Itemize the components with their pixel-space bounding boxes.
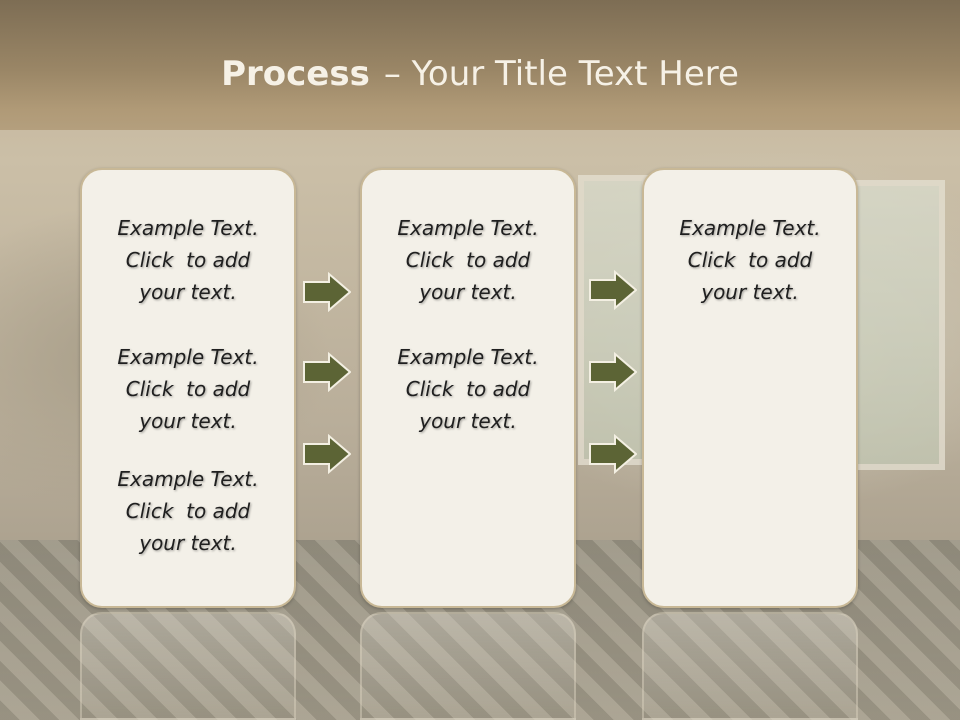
text-line: Example Text. bbox=[117, 216, 259, 240]
text-line: Example Text. bbox=[679, 216, 821, 240]
text-line: Example Text. bbox=[117, 345, 259, 369]
process-card-2[interactable]: Example Text. Click to add your text. Ex… bbox=[360, 168, 576, 608]
placeholder-text[interactable]: Example Text. Click to add your text. bbox=[362, 212, 574, 308]
text-line: Example Text. bbox=[117, 467, 259, 491]
placeholder-text[interactable]: Example Text. Click to add your text. bbox=[82, 212, 294, 308]
right-arrow-icon[interactable] bbox=[303, 434, 351, 474]
text-line: your text. bbox=[139, 531, 237, 555]
text-line: your text. bbox=[419, 409, 517, 433]
text-line: Click to add bbox=[125, 377, 251, 401]
text-line: Click to add bbox=[125, 248, 251, 272]
text-line: your text. bbox=[419, 280, 517, 304]
placeholder-text[interactable]: Example Text. Click to add your text. bbox=[82, 341, 294, 437]
text-line: your text. bbox=[139, 280, 237, 304]
text-line: Click to add bbox=[405, 248, 531, 272]
text-line: Example Text. bbox=[397, 216, 539, 240]
card-reflection bbox=[80, 612, 296, 720]
background-window-decor bbox=[578, 175, 648, 465]
process-card-1[interactable]: Example Text. Click to add your text. Ex… bbox=[80, 168, 296, 608]
title-rest: – Your Title Text Here bbox=[383, 54, 739, 94]
title-bar bbox=[0, 0, 960, 130]
right-arrow-icon[interactable] bbox=[589, 270, 637, 310]
background-window-decor bbox=[850, 180, 945, 470]
text-line: Click to add bbox=[405, 377, 531, 401]
title-bold: Process bbox=[221, 54, 370, 94]
text-line: your text. bbox=[139, 409, 237, 433]
placeholder-text[interactable]: Example Text. Click to add your text. bbox=[362, 341, 574, 437]
placeholder-text[interactable]: Example Text. Click to add your text. bbox=[82, 463, 294, 559]
text-line: your text. bbox=[701, 280, 799, 304]
placeholder-text[interactable]: Example Text. Click to add your text. bbox=[644, 212, 856, 308]
right-arrow-icon[interactable] bbox=[589, 434, 637, 474]
right-arrow-icon[interactable] bbox=[303, 272, 351, 312]
process-card-3[interactable]: Example Text. Click to add your text. bbox=[642, 168, 858, 608]
text-line: Click to add bbox=[125, 499, 251, 523]
card-reflection bbox=[360, 612, 576, 720]
right-arrow-icon[interactable] bbox=[589, 352, 637, 392]
text-line: Click to add bbox=[687, 248, 813, 272]
card-reflection bbox=[642, 612, 858, 720]
right-arrow-icon[interactable] bbox=[303, 352, 351, 392]
text-line: Example Text. bbox=[397, 345, 539, 369]
slide-title[interactable]: Process – Your Title Text Here bbox=[0, 54, 960, 94]
